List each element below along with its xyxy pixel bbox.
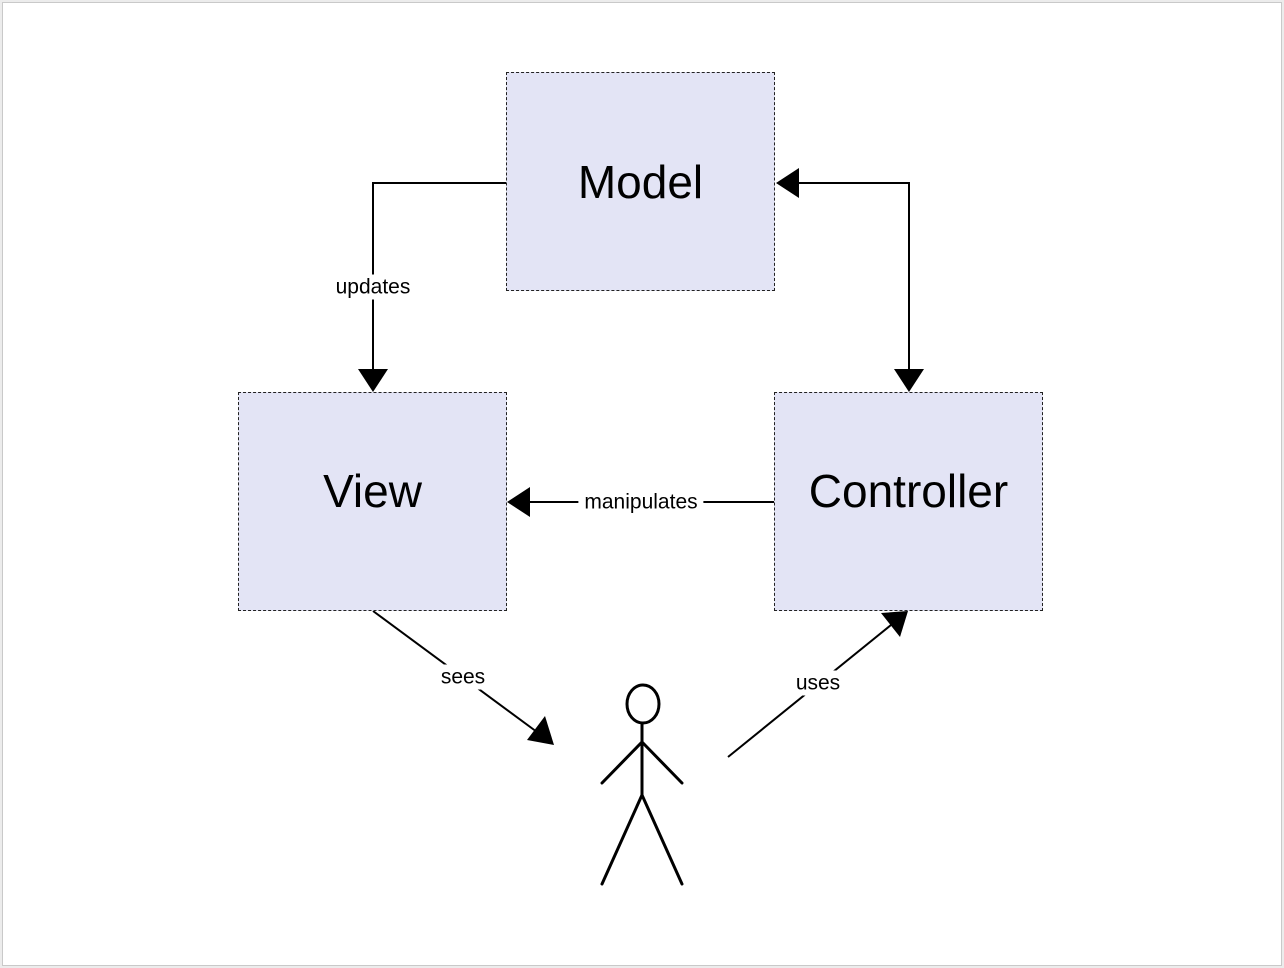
controller-arrowhead-icon <box>894 369 924 392</box>
updates-arrowhead-icon <box>358 369 388 392</box>
uses-arrowhead-icon <box>881 611 908 637</box>
view-label: View <box>323 464 422 517</box>
manipulates-arrowhead-icon <box>507 487 530 517</box>
stick-figure-user-icon <box>600 683 684 886</box>
sees-label: sees <box>437 664 489 690</box>
updates-connector <box>372 182 506 372</box>
model-node: Model <box>506 72 775 291</box>
model-arrowhead-icon <box>776 168 799 198</box>
sees-arrowhead-icon <box>527 716 554 745</box>
manipulates-label: manipulates <box>578 489 704 515</box>
uses-label: uses <box>792 670 844 696</box>
controller-label: Controller <box>808 464 1009 517</box>
model-controller-connector <box>797 182 910 372</box>
view-node: View <box>238 392 507 611</box>
updates-label: updates <box>331 274 415 300</box>
controller-node: Controller <box>774 392 1043 611</box>
model-label: Model <box>577 155 704 208</box>
